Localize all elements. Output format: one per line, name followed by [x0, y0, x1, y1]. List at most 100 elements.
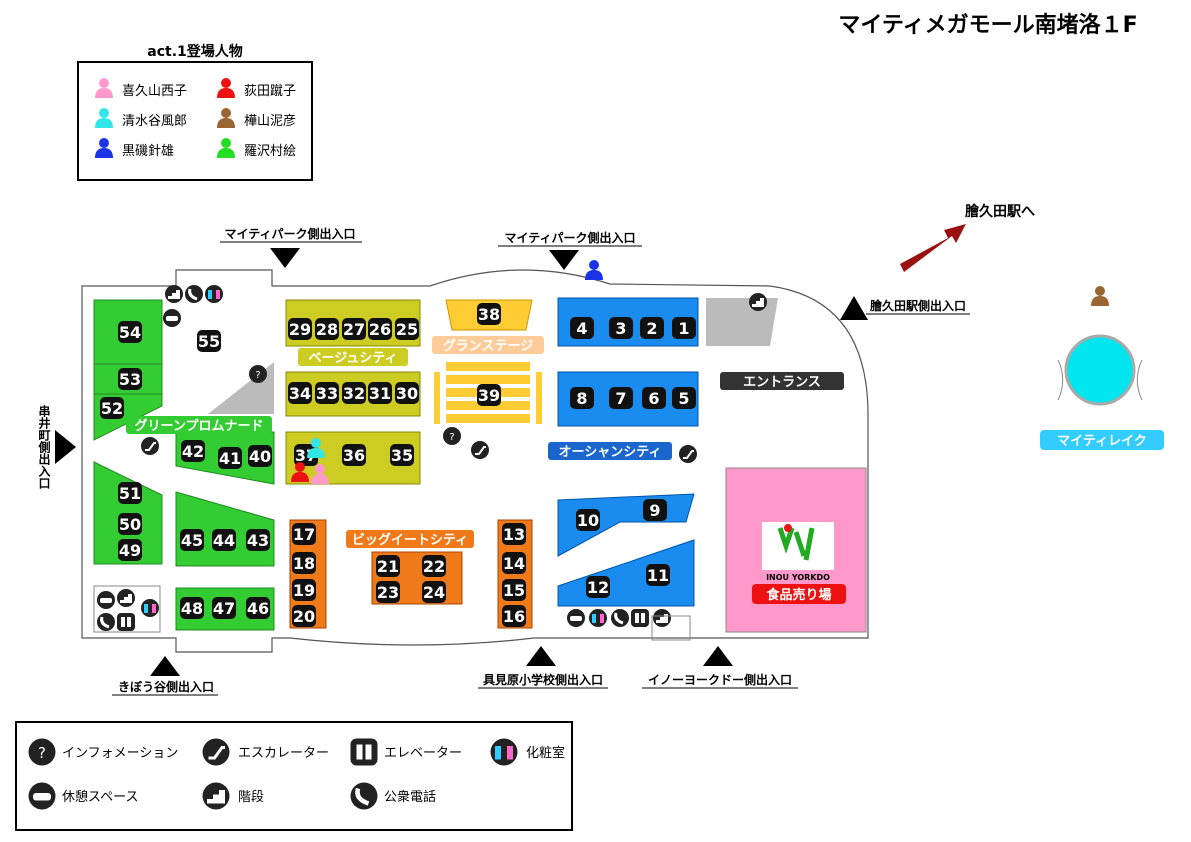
entrance-kibou[interactable]: きぼう谷側出入口 [112, 656, 218, 696]
store-33[interactable]: 33 [315, 382, 339, 404]
store-22[interactable]: 22 [422, 555, 446, 577]
store-2[interactable]: 2 [640, 317, 664, 339]
store-10[interactable]: 10 [576, 509, 600, 531]
entrance-gumi[interactable]: 具見原小学校側出入口 [478, 646, 608, 689]
store-20[interactable]: 20 [292, 605, 316, 627]
store-44[interactable]: 44 [212, 529, 236, 551]
store-1[interactable]: 1 [672, 317, 696, 339]
legend-escalator: エスカレーター [201, 737, 329, 767]
store-51[interactable]: 51 [118, 482, 142, 504]
store-36[interactable]: 36 [342, 444, 366, 466]
store-21[interactable]: 21 [376, 555, 400, 577]
store-43[interactable]: 43 [246, 529, 270, 551]
store-48[interactable]: 48 [180, 597, 204, 619]
store-7[interactable]: 7 [609, 387, 633, 409]
store-52[interactable]: 52 [100, 397, 124, 419]
svg-text:7: 7 [615, 389, 626, 408]
store-23[interactable]: 23 [376, 581, 400, 603]
cast-title: act.1登場人物 [147, 43, 243, 60]
store-34[interactable]: 34 [288, 382, 312, 404]
store-3[interactable]: 3 [609, 317, 633, 339]
store-17[interactable]: 17 [292, 523, 316, 545]
svg-text:羅沢村絵: 羅沢村絵 [244, 144, 296, 159]
svg-text:黒磯針雄: 黒磯針雄 [122, 144, 174, 159]
store-53[interactable]: 53 [118, 368, 142, 390]
store-16[interactable]: 16 [502, 605, 526, 627]
legend-stairs: 階段 [202, 782, 264, 810]
store-29[interactable]: 29 [288, 318, 312, 340]
svg-text:55: 55 [198, 332, 220, 351]
svg-text:休憩スペース: 休憩スペース [62, 789, 138, 805]
svg-text:45: 45 [181, 531, 203, 550]
store-55[interactable]: 55 [197, 330, 221, 352]
svg-text:喜久山西子: 喜久山西子 [122, 84, 187, 99]
svg-text:膾久田駅側出入口: 膾久田駅側出入口 [870, 298, 966, 313]
svg-text:エスカレーター: エスカレーター [238, 746, 329, 761]
store-35[interactable]: 35 [390, 444, 414, 466]
store-26[interactable]: 26 [368, 318, 392, 340]
store-47[interactable]: 47 [212, 597, 236, 619]
store-28[interactable]: 28 [315, 318, 339, 340]
store-30[interactable]: 30 [395, 382, 419, 404]
svg-text:29: 29 [289, 320, 311, 339]
store-54[interactable]: 54 [118, 321, 142, 343]
svg-text:54: 54 [119, 323, 141, 342]
svg-text:27: 27 [343, 320, 365, 339]
entrance-park-right[interactable]: マイティパーク側出入口 [498, 230, 642, 270]
store-32[interactable]: 32 [342, 382, 366, 404]
svg-text:化粧室: 化粧室 [526, 745, 565, 761]
store-6[interactable]: 6 [642, 387, 666, 409]
cast-member-6: 羅沢村絵 [217, 138, 296, 159]
store-19[interactable]: 19 [292, 579, 316, 601]
store-4[interactable]: 4 [570, 317, 594, 339]
store-45[interactable]: 45 [180, 529, 204, 551]
store-46[interactable]: 46 [246, 597, 270, 619]
svg-text:マイティパーク側出入口: マイティパーク側出入口 [224, 226, 355, 241]
store-49[interactable]: 49 [118, 539, 142, 561]
svg-text:17: 17 [293, 525, 315, 544]
svg-text:52: 52 [101, 399, 123, 418]
cast-member-2: 清水谷風郎 [95, 108, 187, 129]
store-24[interactable]: 24 [422, 581, 446, 603]
store-9[interactable]: 9 [643, 499, 667, 521]
store-27[interactable]: 27 [342, 318, 366, 340]
store-39[interactable]: 39 [477, 384, 501, 406]
svg-text:53: 53 [119, 370, 141, 389]
entrance-kushi[interactable]: 串井町側出入口 [37, 404, 76, 490]
store-13[interactable]: 13 [502, 523, 526, 545]
svg-text:32: 32 [343, 384, 365, 403]
store-8[interactable]: 8 [570, 387, 594, 409]
store-12[interactable]: 12 [586, 576, 610, 598]
store-41[interactable]: 41 [218, 447, 242, 469]
svg-text:膾久田駅へ: 膾久田駅へ [965, 203, 1035, 220]
svg-text:INOU YORKDO: INOU YORKDO [766, 573, 830, 582]
store-42[interactable]: 42 [181, 440, 205, 462]
entrance-inou[interactable]: イノーヨークドー側出入口 [642, 646, 798, 689]
store-38[interactable]: 38 [477, 303, 501, 325]
store-15[interactable]: 15 [502, 579, 526, 601]
store-11[interactable]: 11 [646, 564, 670, 586]
svg-text:22: 22 [423, 557, 445, 576]
svg-text:きぼう谷側出入口: きぼう谷側出入口 [118, 679, 214, 694]
svg-text:インフォメーション: インフォメーション [62, 746, 178, 761]
svg-text:9: 9 [649, 501, 660, 520]
svg-text:30: 30 [396, 384, 418, 403]
store-18[interactable]: 18 [292, 552, 316, 574]
legend-box [15, 721, 573, 831]
svg-text:43: 43 [247, 531, 269, 550]
entrance-park-left[interactable]: マイティパーク側出入口 [220, 226, 362, 268]
store-14[interactable]: 14 [502, 552, 526, 574]
store-40[interactable]: 40 [248, 445, 272, 467]
svg-text:10: 10 [577, 511, 599, 530]
svg-text:44: 44 [213, 531, 235, 550]
entrance-station[interactable]: 膾久田駅側出入口 [840, 296, 970, 320]
store-31[interactable]: 31 [368, 382, 392, 404]
svg-text:16: 16 [503, 607, 525, 626]
store-25[interactable]: 25 [395, 318, 419, 340]
svg-text:2: 2 [646, 319, 657, 338]
svg-text:46: 46 [247, 599, 269, 618]
svg-text:42: 42 [182, 442, 204, 461]
store-50[interactable]: 50 [118, 513, 142, 535]
store-5[interactable]: 5 [672, 387, 696, 409]
svg-text:階段: 階段 [238, 790, 264, 805]
